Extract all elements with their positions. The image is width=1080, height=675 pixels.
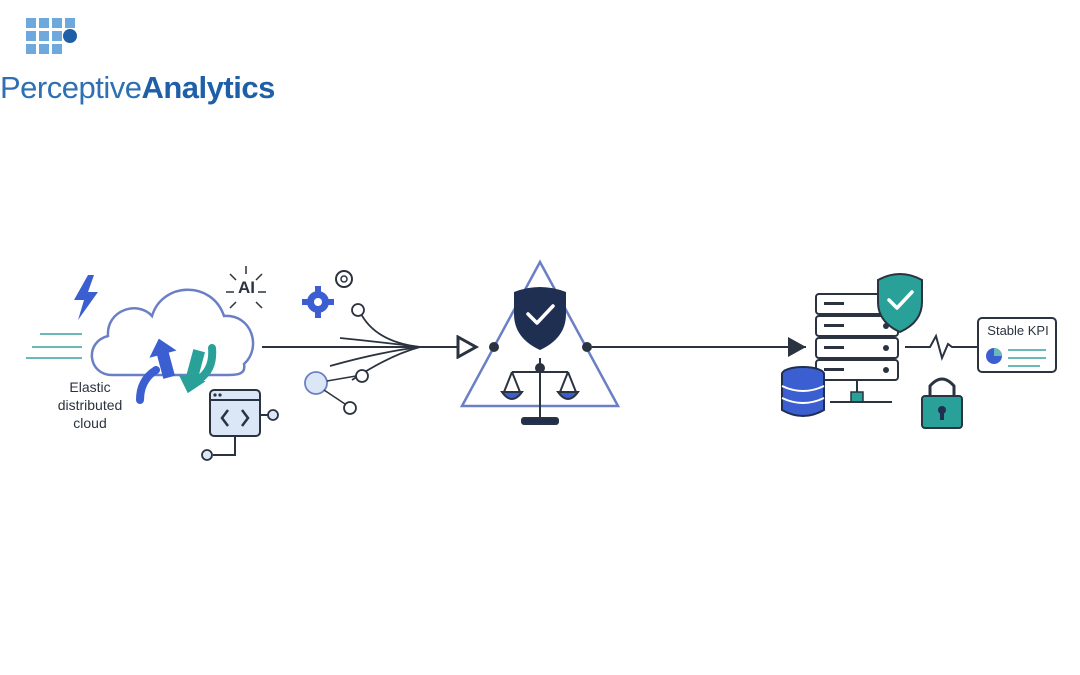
logo-text-light: Perceptive <box>0 70 142 105</box>
gears-icon <box>302 270 353 318</box>
kpi-label: Stable KPI <box>987 323 1049 338</box>
logo-grid-icon <box>26 18 77 54</box>
cloud-label: Elastic distributed cloud <box>30 378 150 432</box>
node-circles <box>304 303 369 415</box>
heartbeat-line <box>905 333 978 362</box>
ai-sparkle-icon <box>226 266 266 309</box>
cloud-label-line-1: Elastic <box>69 379 111 395</box>
speed-lines-icon <box>26 333 82 359</box>
logo-wordmark: PerceptiveAnalytics <box>0 70 275 106</box>
cloud-label-line-2: distributed <box>57 397 123 413</box>
ai-label: AI <box>238 278 255 297</box>
kpi-card <box>977 317 1057 373</box>
lightning-icon <box>74 275 98 320</box>
company-logo: PerceptiveAnalytics <box>0 18 275 108</box>
pipeline-svg <box>26 259 1057 461</box>
cloud-icon <box>90 288 255 377</box>
scales-icon <box>500 358 580 425</box>
code-window-icon <box>201 389 279 461</box>
cloud-label-line-3: cloud <box>73 415 107 431</box>
pipeline-diagram: AI Elastic distributed cloud Stable KPI <box>0 230 1080 470</box>
database-icon <box>781 366 825 417</box>
padlock-icon <box>921 377 963 429</box>
sync-arrows-icon <box>136 338 217 404</box>
logo-text-bold: Analytics <box>141 70 275 105</box>
